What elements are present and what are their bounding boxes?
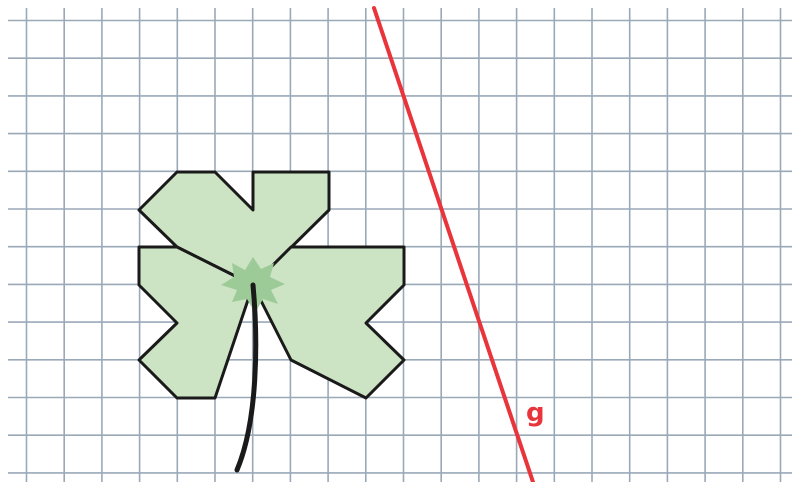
square-grid (8, 8, 792, 482)
shamrock (137, 170, 406, 473)
line-g (372, 6, 535, 482)
line-g-label: g (526, 398, 545, 428)
shamrock-right-leaf (251, 245, 406, 400)
shamrock-stem (234, 282, 259, 473)
